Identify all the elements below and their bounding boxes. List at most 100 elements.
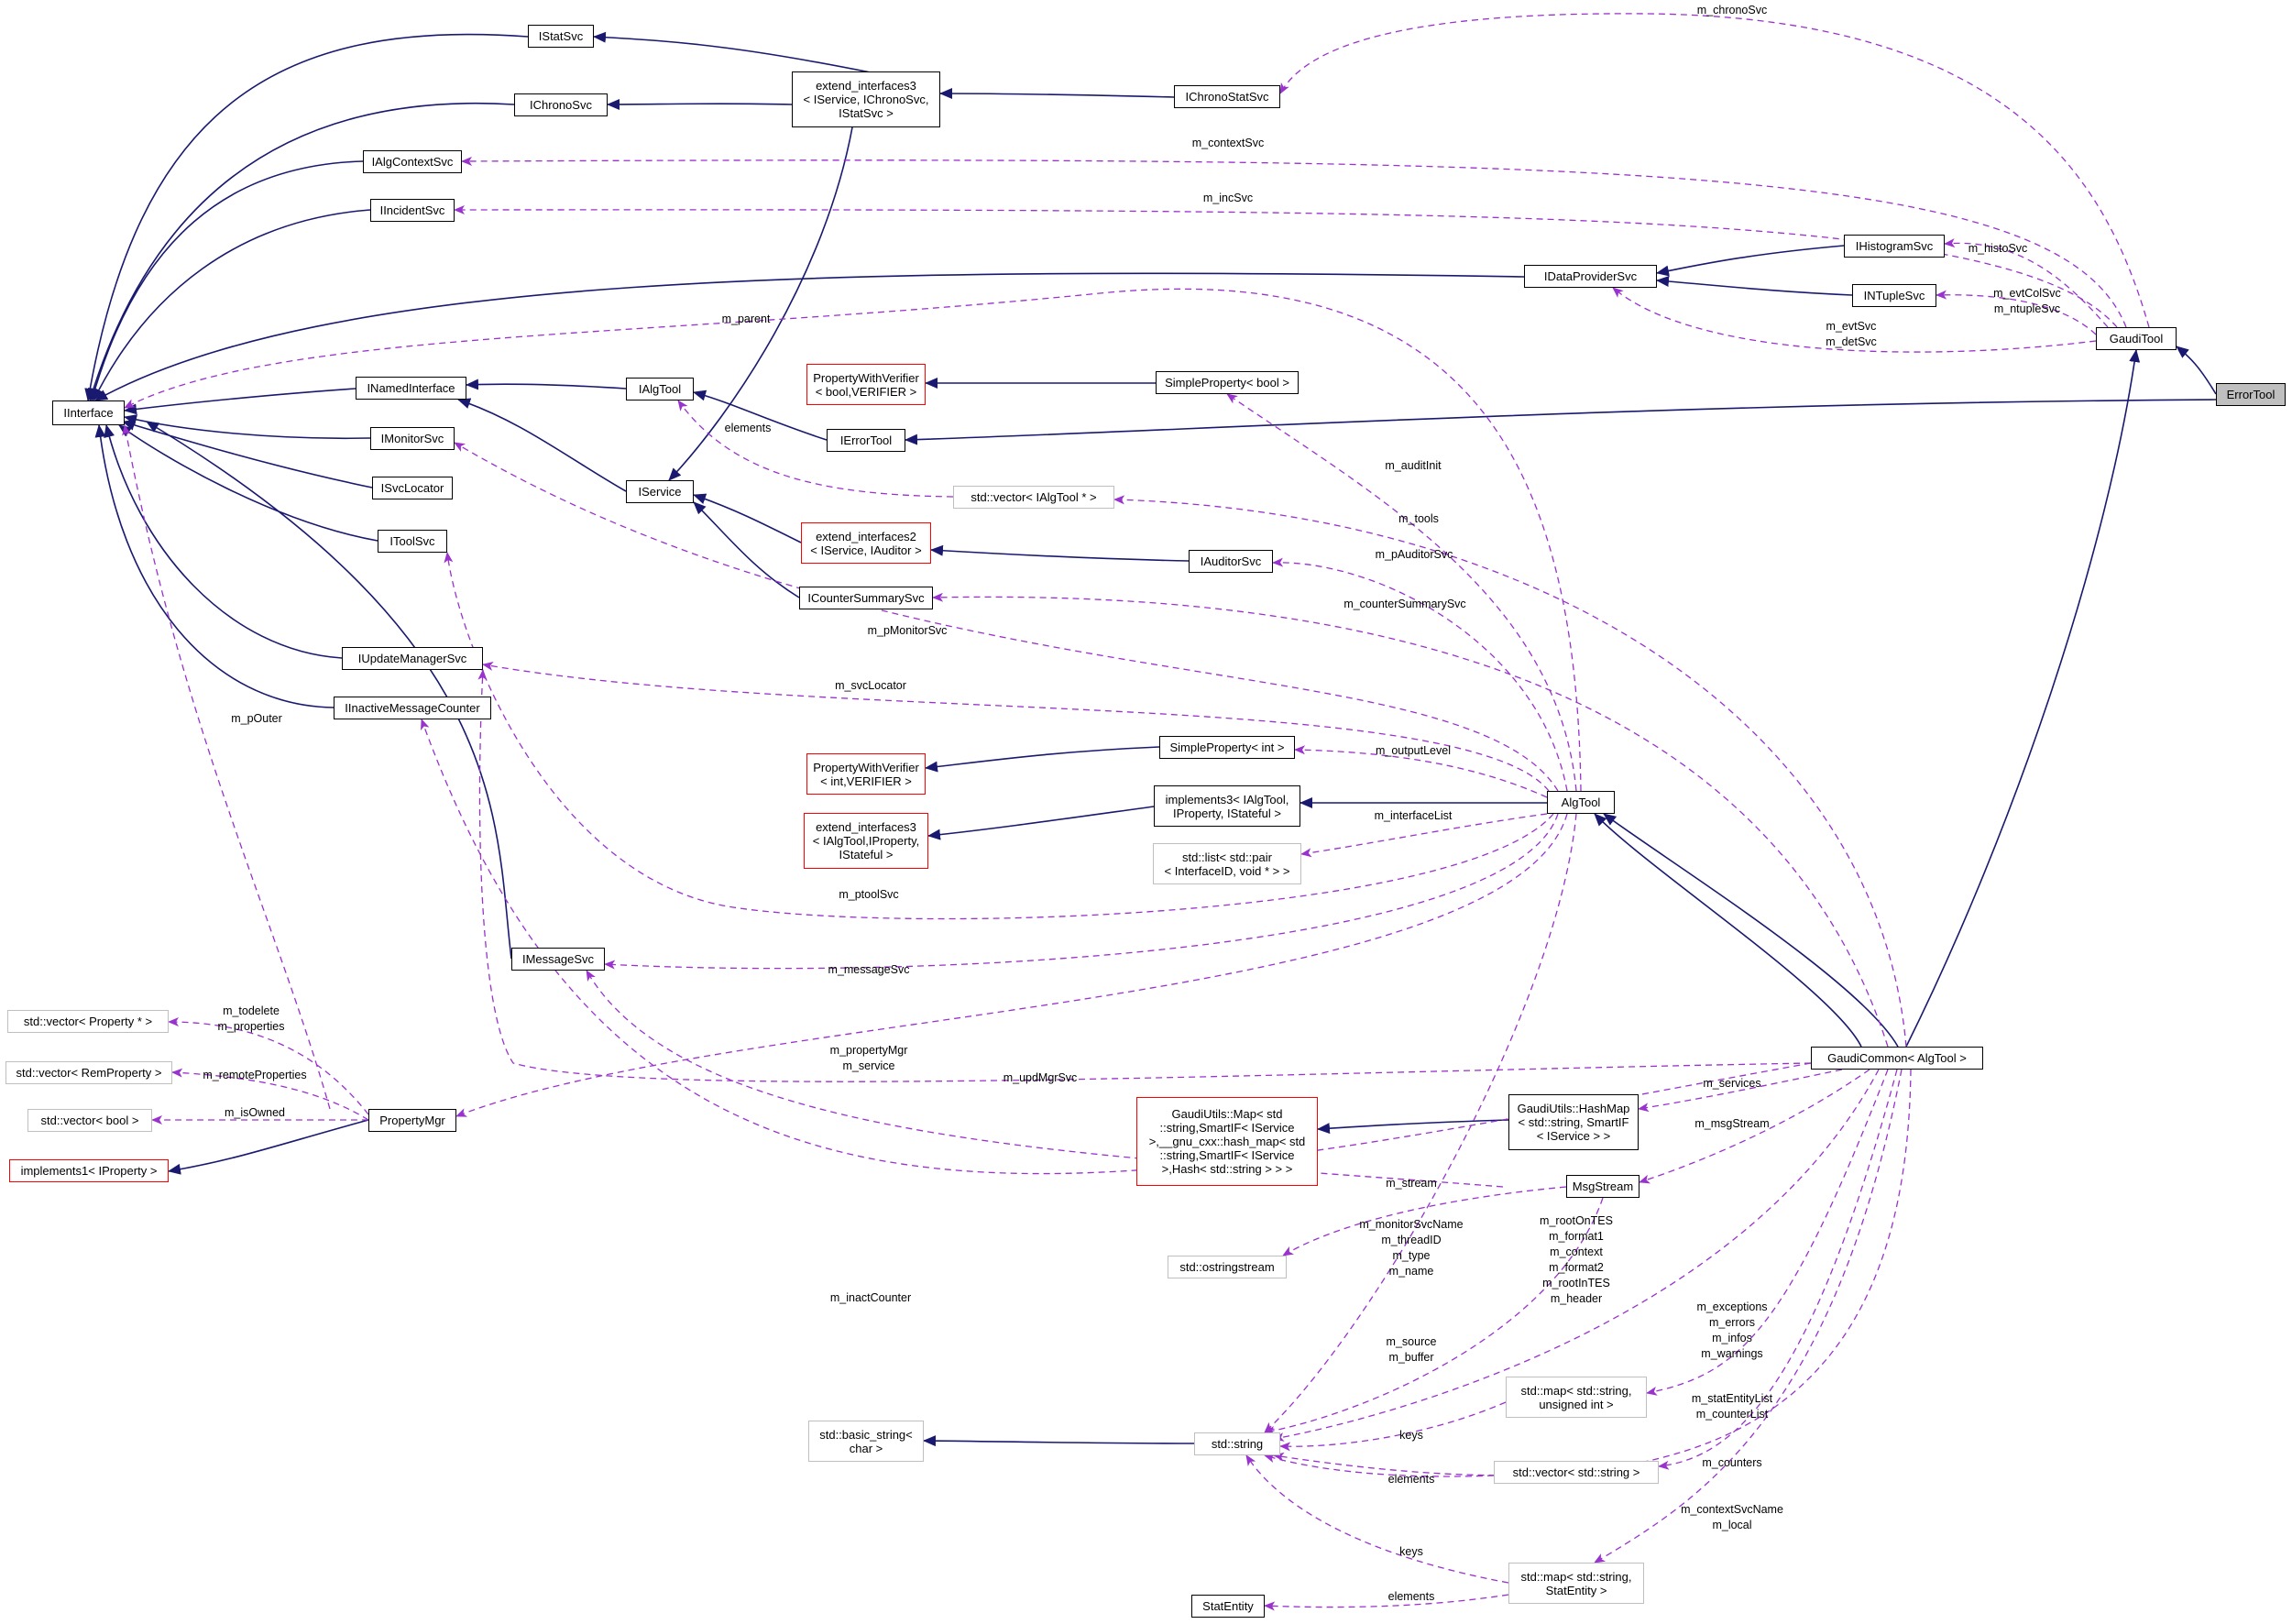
node-implements1[interactable]: implements1< IProperty > (9, 1159, 169, 1182)
edge-gaudicommon-algtool (1594, 813, 1862, 1048)
node-extend-interfaces2[interactable]: extend_interfaces2 < IService, IAuditor … (801, 522, 931, 564)
label-m-messagesvc: m_messageSvc (828, 963, 910, 976)
node-inamedinterface[interactable]: INamedInterface (356, 377, 466, 400)
edge-iincidentsvc-iinterface (93, 209, 371, 401)
node-gaudicommon[interactable]: GaudiCommon< AlgTool > (1811, 1047, 1983, 1070)
node-ialgcontextsvc[interactable]: IAlgContextSvc (363, 150, 462, 173)
edge-errortool-gauditool (2176, 346, 2217, 395)
node-algtool[interactable]: AlgTool (1547, 791, 1615, 814)
edge-use-messagesvc-msg (586, 970, 1504, 1188)
edge-idataprovidersvc-iinterface (94, 272, 1525, 401)
node-ostringstream[interactable]: std::ostringstream (1168, 1256, 1287, 1278)
node-ihistogramsvc[interactable]: IHistogramSvc (1844, 235, 1945, 258)
node-iservice[interactable]: IService (626, 480, 694, 503)
node-gauditool[interactable]: GaudiTool (2096, 327, 2177, 350)
edge-use-remoteproperties (171, 1068, 369, 1121)
node-propertymgr[interactable]: PropertyMgr (368, 1109, 456, 1132)
edge-use-elements-algtool (677, 400, 954, 498)
node-simpleproperty-bool[interactable]: SimpleProperty< bool > (1156, 371, 1299, 394)
node-statentity[interactable]: StatEntity (1191, 1595, 1265, 1618)
node-vector-bool[interactable]: std::vector< bool > (27, 1109, 152, 1132)
node-icountersummarysvc[interactable]: ICounterSummarySvc (799, 587, 933, 609)
edge-ichronostatsvc-ext3 (939, 88, 1175, 100)
label-m-stream: m_stream (1386, 1177, 1437, 1190)
node-errortool[interactable]: ErrorTool (2216, 383, 2286, 406)
node-intuplesvc[interactable]: INTupleSvc (1852, 284, 1936, 307)
edge-implements3-ext3tool (927, 806, 1155, 840)
node-list-pair[interactable]: std::list< std::pair < InterfaceID, void… (1153, 843, 1301, 884)
edge-iservice-inamedinterface (457, 398, 627, 492)
edge-iinactivemessagecounter-iinterface (94, 424, 334, 708)
node-iincidentsvc[interactable]: IIncidentSvc (370, 199, 455, 222)
edge-gaudicommon-gauditool (1905, 349, 2141, 1048)
node-ierrortool[interactable]: IErrorTool (827, 429, 905, 452)
edge-use-pauditorsvc (1272, 557, 1568, 792)
node-implements3[interactable]: implements3< IAlgTool, IProperty, IState… (1154, 785, 1300, 827)
edge-simpleprop-int-pwv (925, 746, 1160, 773)
edge-use-exceptions (1646, 1069, 1889, 1396)
edge-use-elements-stat (1264, 1594, 1509, 1611)
node-vector-property[interactable]: std::vector< Property * > (7, 1010, 169, 1033)
node-vector-string[interactable]: std::vector< std::string > (1494, 1461, 1659, 1484)
label-m-pouter: m_pOuter (231, 712, 282, 725)
node-idataprovidersvc[interactable]: IDataProviderSvc (1524, 265, 1657, 288)
node-simpleproperty-int[interactable]: SimpleProperty< int > (1159, 736, 1295, 759)
edge-use-services (1638, 1069, 1843, 1113)
node-iauditorsvc[interactable]: IAuditorSvc (1189, 550, 1273, 573)
label-keys-uint: keys (1399, 1429, 1423, 1442)
label-m-outputlevel: m_outputLevel (1376, 744, 1451, 757)
edge-iupdatemanagersvc-iinterface (104, 424, 343, 659)
node-isvclocator[interactable]: ISvcLocator (372, 477, 453, 499)
edge-ialgtool-inamedinterface (466, 379, 627, 390)
node-ichronostatsvc[interactable]: IChronoStatSvc (1174, 85, 1280, 108)
node-propertywithverifier-int[interactable]: PropertyWithVerifier < int,VERIFIER > (806, 753, 926, 795)
edge-ext2-iservice (693, 493, 802, 543)
node-gaudiutils-hashmap[interactable]: GaudiUtils::HashMap < std::string, Smart… (1508, 1094, 1639, 1150)
label-m-msgstream: m_msgStream (1694, 1117, 1769, 1130)
node-istatsvc[interactable]: IStatSvc (528, 25, 594, 48)
node-basic-string[interactable]: std::basic_string< char > (808, 1421, 924, 1462)
node-vector-remproperty[interactable]: std::vector< RemProperty > (5, 1061, 172, 1084)
edge-ihistogramsvc-idataprovider (1656, 245, 1845, 277)
node-iinactivemessagecounter[interactable]: IInactiveMessageCounter (334, 697, 491, 719)
node-imonitorsvc[interactable]: IMonitorSvc (370, 427, 455, 450)
node-imessagesvc[interactable]: IMessageSvc (511, 948, 605, 971)
node-gaudiutils-map[interactable]: GaudiUtils::Map< std ::string,SmartIF< I… (1136, 1097, 1318, 1186)
label-m-tools: m_tools (1398, 512, 1439, 525)
node-msgstream[interactable]: MsgStream (1566, 1175, 1639, 1198)
edge-ichronosvc-iinterface (88, 103, 515, 401)
node-std-string[interactable]: std::string (1194, 1432, 1280, 1455)
node-iinterface[interactable]: IInterface (52, 401, 125, 425)
edge-use-evtsvc (1612, 287, 2097, 353)
node-ichronosvc[interactable]: IChronoSvc (514, 93, 608, 116)
edge-icountersummary-iservice (693, 501, 800, 598)
label-m-pmonitorsvc: m_pMonitorSvc (868, 624, 948, 637)
node-iupdatemanagersvc[interactable]: IUpdateManagerSvc (342, 647, 483, 670)
label-elements-stat: elements (1388, 1590, 1435, 1603)
edge-use-contextsvcname (1273, 1069, 1912, 1476)
node-map-string-uint[interactable]: std::map< std::string, unsigned int > (1506, 1377, 1647, 1418)
edge-intuplesvc-idataprovider (1656, 276, 1853, 296)
node-extend-interfaces3-tool[interactable]: extend_interfaces3 < IAlgTool,IProperty,… (804, 813, 928, 869)
edge-use-rootontes (1273, 1069, 1880, 1442)
edge-use-incsvc (454, 204, 2118, 328)
edge-use-pouter (122, 424, 331, 1110)
node-itoolsvc[interactable]: IToolSvc (378, 530, 447, 553)
node-vector-ialgtool[interactable]: std::vector< IAlgTool * > (953, 486, 1114, 509)
edge-errortool-ierrortool (905, 399, 2217, 445)
edge-use-todelete (168, 1017, 369, 1115)
edge-use-interfacelist (1300, 813, 1548, 858)
edge-hashmap-map (1317, 1119, 1509, 1135)
node-map-string-statentity[interactable]: std::map< std::string, StatEntity > (1508, 1563, 1644, 1604)
node-extend-interfaces3-svc[interactable]: extend_interfaces3 < IService, IChronoSv… (792, 71, 940, 127)
node-ialgtool[interactable]: IAlgTool (626, 378, 694, 401)
label-m-isowned: m_isOwned (225, 1106, 285, 1119)
node-propertywithverifier-bool[interactable]: PropertyWithVerifier < bool,VERIFIER > (806, 364, 926, 405)
edge-use-elements-vecstr (1264, 1454, 1495, 1477)
label-m-counters: m_counters (1702, 1456, 1761, 1469)
